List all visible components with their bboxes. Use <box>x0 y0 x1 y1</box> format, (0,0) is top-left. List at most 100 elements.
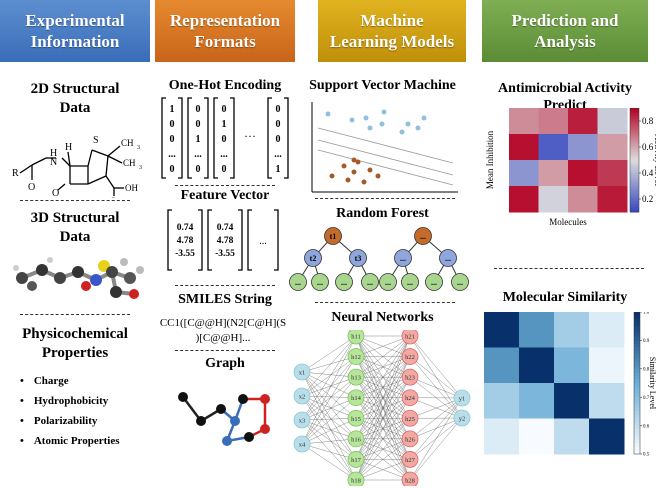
nn-connection <box>409 397 463 419</box>
one-hot-value: 0 <box>222 104 227 115</box>
nn-connection <box>355 418 411 481</box>
colorbar-segment <box>634 397 640 402</box>
smiles-line: )[C@@H]... <box>195 332 251 344</box>
heatmap-cell <box>597 134 628 161</box>
nn-neuron <box>401 389 419 407</box>
colorbar-segment <box>630 118 639 122</box>
nn-connection <box>355 377 411 481</box>
nn-connection <box>301 371 357 378</box>
nn-neuron-label: h25 <box>405 416 415 423</box>
colorbar-segment <box>634 404 640 409</box>
colorbar-segment <box>630 209 639 213</box>
feature-value: 4.78 <box>217 236 234 246</box>
nn-neuron <box>401 330 419 345</box>
nn-connection <box>355 335 411 460</box>
colorbar-segment <box>630 183 639 187</box>
structural-2d-title: 2D Structural Data <box>0 80 150 118</box>
nn-connection <box>301 335 357 397</box>
nn-connection <box>409 377 463 419</box>
tree-node-label: ... <box>317 278 323 287</box>
neural-network-diagram: x1x2x3x4h11h12h13h14h15h16h17h18h21h22h2… <box>293 330 471 486</box>
nn-connection <box>301 395 357 481</box>
colorbar-segment <box>634 411 640 416</box>
header-line: Learning Models <box>329 32 455 51</box>
colorbar-segment <box>630 113 639 117</box>
heatmap-cell <box>568 186 598 213</box>
heatmap-cell <box>538 160 569 187</box>
header-line: Prediction and <box>511 11 619 30</box>
nn-connection <box>301 371 357 398</box>
feature-ellipsis: ... <box>259 236 267 247</box>
colorbar-tick-label: 0.6 <box>643 424 650 429</box>
nn-neuron-label: h24 <box>405 395 416 402</box>
colorbar-segment <box>634 312 640 317</box>
colorbar-segment <box>630 141 639 145</box>
atom-label: 3 <box>137 145 140 151</box>
similarity-title: Molecular Similarity <box>502 290 628 305</box>
tree-root-node <box>414 227 432 245</box>
colorbar-segment <box>630 147 639 151</box>
tree-branch-node <box>304 249 322 267</box>
colorbar-segment <box>630 191 639 195</box>
separator <box>20 200 130 201</box>
nn-connection <box>409 417 463 440</box>
nn-connection <box>301 376 357 397</box>
colorbar-tick-label: 0.4 <box>642 168 654 178</box>
graph-title: Graph <box>205 356 245 371</box>
one-hot-value: ... <box>194 149 202 160</box>
one-hot-value: ... <box>168 149 176 160</box>
nn-connection <box>301 356 357 373</box>
nn-connection <box>355 335 411 378</box>
colorbar-segment <box>634 326 640 331</box>
separator <box>494 268 644 269</box>
one-hot-value: 1 <box>170 104 175 115</box>
nn-neuron <box>347 389 365 407</box>
colorbar-segment <box>634 425 640 430</box>
tree-node-label: ... <box>431 278 437 287</box>
colorbar-segment <box>630 162 639 166</box>
header-line: Representation <box>169 11 281 30</box>
colorbar-tick-label: 0.8 <box>643 367 650 372</box>
heatmap-cell <box>509 134 539 161</box>
colorbar-segment <box>630 178 639 182</box>
separator <box>175 185 275 186</box>
nn-connection <box>301 443 357 481</box>
nn-neuron-label: h14 <box>351 395 362 402</box>
colorbar-segment <box>630 175 639 179</box>
nn-neuron-label: h11 <box>351 334 361 341</box>
one-hot-value: 0 <box>196 104 201 115</box>
heatmap-cell <box>589 383 625 419</box>
tree-node-label: ... <box>400 254 406 263</box>
heatmap-cell <box>597 186 628 213</box>
nn-connection <box>301 395 357 398</box>
colorbar-segment <box>634 351 640 356</box>
separator <box>20 314 130 315</box>
nn-connection <box>355 335 411 419</box>
header-prediction-and-analysis: Prediction and Analysis <box>482 0 648 62</box>
header-line: Machine <box>360 11 424 30</box>
atom-label: H <box>50 148 57 159</box>
colorbar-segment <box>630 160 639 164</box>
colorbar-segment <box>630 188 639 192</box>
one-hot-value: 0 <box>276 104 281 115</box>
heatmap-cell <box>589 347 625 384</box>
nn-connection <box>355 335 411 398</box>
nn-connection <box>301 443 357 460</box>
separator <box>175 350 275 351</box>
colorbar-segment <box>630 180 639 184</box>
nn-neuron <box>293 435 311 453</box>
heatmap-cell <box>597 160 628 187</box>
colorbar-segment <box>630 121 639 125</box>
colorbar-tick-label: 0.7 <box>643 396 650 401</box>
one-hot-vector-right-bracket <box>204 97 209 179</box>
tree-node-label: ... <box>420 232 426 241</box>
colorbar-segment <box>630 152 639 156</box>
tree-leaf-node <box>379 273 397 291</box>
colorbar-segment <box>630 149 639 153</box>
tree-node-label: t2 <box>310 254 317 263</box>
nn-connection <box>301 335 357 421</box>
heatmap-cell <box>484 347 520 384</box>
nn-connection <box>409 335 463 419</box>
colorbar-segment <box>634 358 640 363</box>
